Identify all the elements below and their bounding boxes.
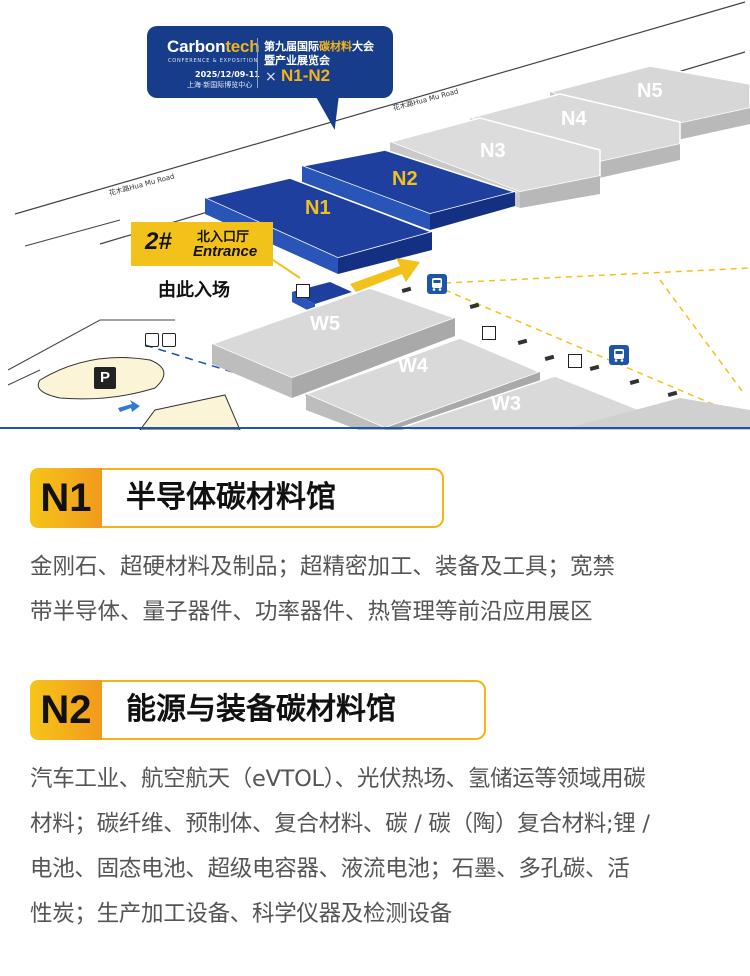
description-line: 汽车工业、航空航天（eVTOL）、光伏热场、氢储运等领域用碳 — [30, 766, 646, 792]
entrance-number: 2# — [145, 228, 172, 255]
description-line: 材料；碳纤维、预制体、复合材料、碳 / 碳（陶）复合材料;锂 / — [30, 811, 650, 837]
section-n1-code: N1 — [30, 468, 102, 528]
event-title-line1: 第九届国际碳材料大会 — [264, 40, 374, 53]
hall-w5-block — [209, 287, 458, 398]
hall-label-w3: W3 — [491, 393, 521, 415]
escalator-icon — [296, 284, 310, 298]
section-n1-title: 半导体碳材料馆 — [102, 468, 444, 528]
hall-label-n3: N3 — [480, 140, 506, 162]
facility-icon — [482, 326, 496, 340]
facility-icon — [568, 354, 582, 368]
event-date: 2025/12/09-11 — [195, 70, 260, 79]
hall-w4-block — [303, 337, 543, 430]
event-halls: N1-N2 — [281, 66, 331, 85]
event-logo-subtitle: CONFERENCE & EXPOSITION — [168, 58, 259, 64]
section-n2-title: 能源与装备碳材料馆 — [102, 680, 486, 740]
section-n2-description: 汽车工业、航空航天（eVTOL）、光伏热场、氢储运等领域用碳 材料；碳纤维、预制… — [30, 757, 726, 937]
entrance-name-cn: 北入口厅 — [197, 230, 250, 245]
hall-label-n1: N1 — [305, 197, 331, 219]
hall-label-n2: N2 — [392, 168, 418, 190]
entrance-name-en: Entrance — [193, 243, 258, 260]
event-title-line2: 暨产业展览会 — [264, 54, 330, 67]
description-line: 金刚石、超硬材料及制品；超精密加工、装备及工具；宽禁 — [30, 554, 616, 580]
description-line: 性炭；生产加工设备、科学仪器及检测设备 — [30, 901, 452, 927]
section-n2-code: N2 — [30, 680, 102, 740]
car-icon — [162, 333, 176, 347]
event-place: 上海·新国际博览中心 — [187, 81, 253, 89]
callout-divider — [257, 38, 258, 88]
taxi-icon — [145, 333, 159, 347]
section-n1-description: 金刚石、超硬材料及制品；超精密加工、装备及工具；宽禁 带半导体、量子器件、功率器… — [30, 545, 726, 635]
times-symbol: × — [265, 69, 277, 85]
event-callout: Carbontech CONFERENCE & EXPOSITION 2025/… — [147, 26, 393, 98]
event-logo: Carbontech — [167, 37, 260, 56]
entrance-sign: 2# 北入口厅 Entrance — [131, 222, 273, 266]
hall-label-n4: N4 — [561, 108, 587, 130]
parking-icon: P — [94, 367, 116, 389]
bus-stop-icon — [427, 274, 447, 294]
section-n1-header: N1 半导体碳材料馆 — [30, 468, 444, 528]
venue-map: 花木路Hua Mu Road 花木路Hua Mu Road N5 N4 N3 N… — [0, 0, 750, 430]
hall-label-w5: W5 — [310, 313, 340, 335]
hall-label-w4: W4 — [398, 355, 428, 377]
section-n2-header: N2 能源与装备碳材料馆 — [30, 680, 486, 740]
hall-label-n5: N5 — [637, 80, 663, 102]
hall-n2-block — [299, 149, 518, 230]
bus-stop-icon — [609, 345, 629, 365]
enter-here-label: 由此入场 — [158, 280, 230, 301]
description-line: 带半导体、量子器件、功率器件、热管理等前沿应用展区 — [30, 599, 593, 625]
entrance-arrow — [350, 258, 420, 292]
description-line: 电池、固态电池、超级电容器、液流电池；石墨、多孔碳、活 — [30, 856, 630, 882]
road-line — [14, 1, 746, 215]
